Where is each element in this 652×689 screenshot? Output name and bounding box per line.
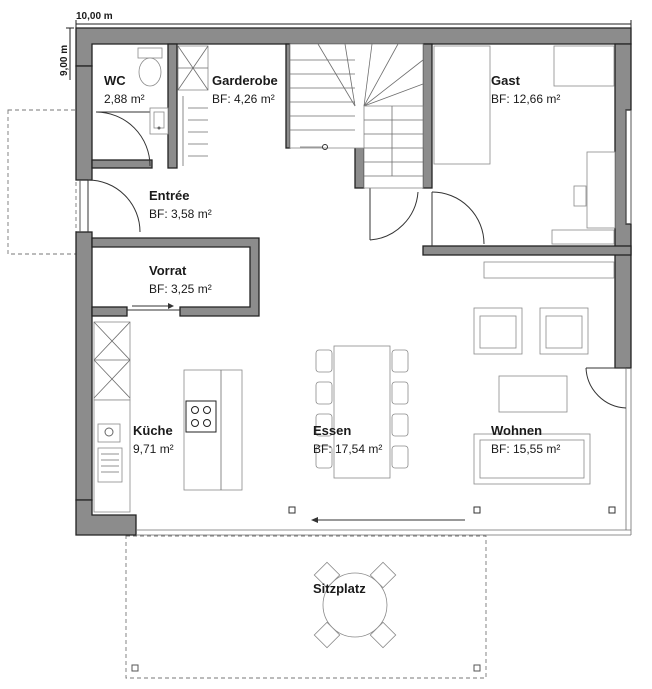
dining-table bbox=[315, 345, 409, 479]
wc-fixtures bbox=[137, 47, 169, 135]
wall-wc-right bbox=[167, 43, 178, 169]
room-area-essen: BF: 17,54 m² bbox=[313, 442, 382, 456]
gast-furniture bbox=[433, 45, 616, 245]
staircase bbox=[289, 43, 424, 189]
room-name-entree: Entrée bbox=[149, 188, 189, 203]
wall-gast-left bbox=[422, 43, 433, 189]
exterior-walls bbox=[75, 27, 632, 536]
wall-bottom-left bbox=[75, 499, 137, 536]
room-name-wc: WC bbox=[104, 73, 126, 88]
room-name-kueche: Küche bbox=[133, 423, 173, 438]
dashed-outlines bbox=[7, 109, 487, 679]
doors bbox=[87, 111, 627, 409]
wall-stair-left bbox=[285, 43, 291, 149]
wall-left-upper bbox=[75, 65, 93, 181]
wall-right bbox=[614, 43, 632, 369]
depth-dimension: 9,00 m bbox=[59, 45, 70, 76]
terrace-label: Sitzplatz bbox=[313, 581, 366, 596]
entrance-canopy-outline bbox=[7, 109, 77, 255]
terrace-post bbox=[473, 664, 481, 672]
wall-vorrat bbox=[91, 237, 260, 317]
room-name-gast: Gast bbox=[491, 73, 521, 88]
wall-left-lower bbox=[75, 231, 93, 501]
garderobe-wardrobe bbox=[177, 45, 209, 166]
room-area-gast: BF: 12,66 m² bbox=[491, 92, 560, 106]
room-area-vorrat: BF: 3,25 m² bbox=[149, 282, 212, 296]
room-area-entree: BF: 3,58 m² bbox=[149, 207, 212, 221]
width-dimension: 10,00 m bbox=[76, 11, 113, 22]
room-name-essen: Essen bbox=[313, 423, 351, 438]
room-area-kueche: 9,71 m² bbox=[133, 442, 174, 456]
kitchen bbox=[93, 321, 243, 513]
room-name-garderobe: Garderobe bbox=[212, 73, 278, 88]
room-name-vorrat: Vorrat bbox=[149, 263, 187, 278]
room-name-wohnen: Wohnen bbox=[491, 423, 542, 438]
living-room-furniture bbox=[473, 261, 615, 485]
sliding-door-marker bbox=[288, 506, 616, 523]
room-area-garderobe: BF: 4,26 m² bbox=[212, 92, 275, 106]
dimension-lines: 10,00 m 9,00 m bbox=[59, 11, 632, 80]
room-labels: WC 2,88 m² Garderobe BF: 4,26 m² Gast BF… bbox=[104, 73, 560, 596]
wall-vorrat-bottom-left bbox=[91, 306, 128, 317]
room-area-wc: 2,88 m² bbox=[104, 92, 145, 106]
room-area-wohnen: BF: 15,55 m² bbox=[491, 442, 560, 456]
terrace-table bbox=[313, 561, 397, 649]
wall-gast-bottom bbox=[422, 245, 632, 256]
terrace-outline bbox=[125, 535, 487, 679]
wall-wc-bottom bbox=[91, 159, 153, 169]
terrace-post bbox=[131, 664, 139, 672]
